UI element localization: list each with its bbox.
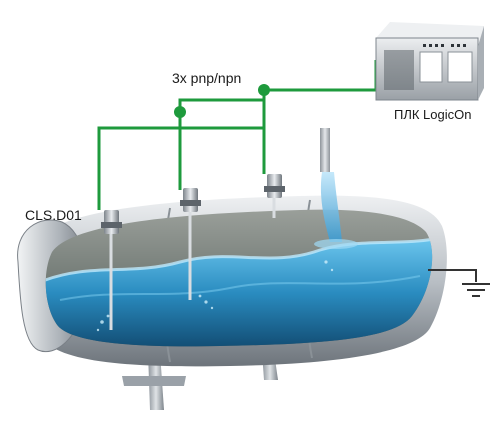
wiring-junctions	[174, 84, 270, 118]
water-body	[45, 236, 433, 347]
level-sensor-icon	[264, 174, 285, 198]
sensor-label: CLS.D01	[25, 207, 82, 223]
plc-controller-icon	[375, 22, 484, 101]
level-sensor-icon	[101, 210, 122, 234]
water-stream	[320, 172, 342, 242]
plc-label: ПЛК LogicOn	[394, 107, 472, 122]
ground-symbol-icon	[428, 269, 490, 297]
sensor-probes	[109, 198, 276, 330]
tank-saddle	[122, 376, 186, 386]
wiring-junction-dot	[258, 84, 270, 96]
wiring-junction-dot	[174, 106, 186, 118]
water-bubbles	[96, 260, 334, 332]
level-sensor-icon	[180, 188, 201, 212]
wiring-label: 3x pnp/npn	[172, 70, 242, 86]
inflow-pipe	[314, 128, 358, 249]
